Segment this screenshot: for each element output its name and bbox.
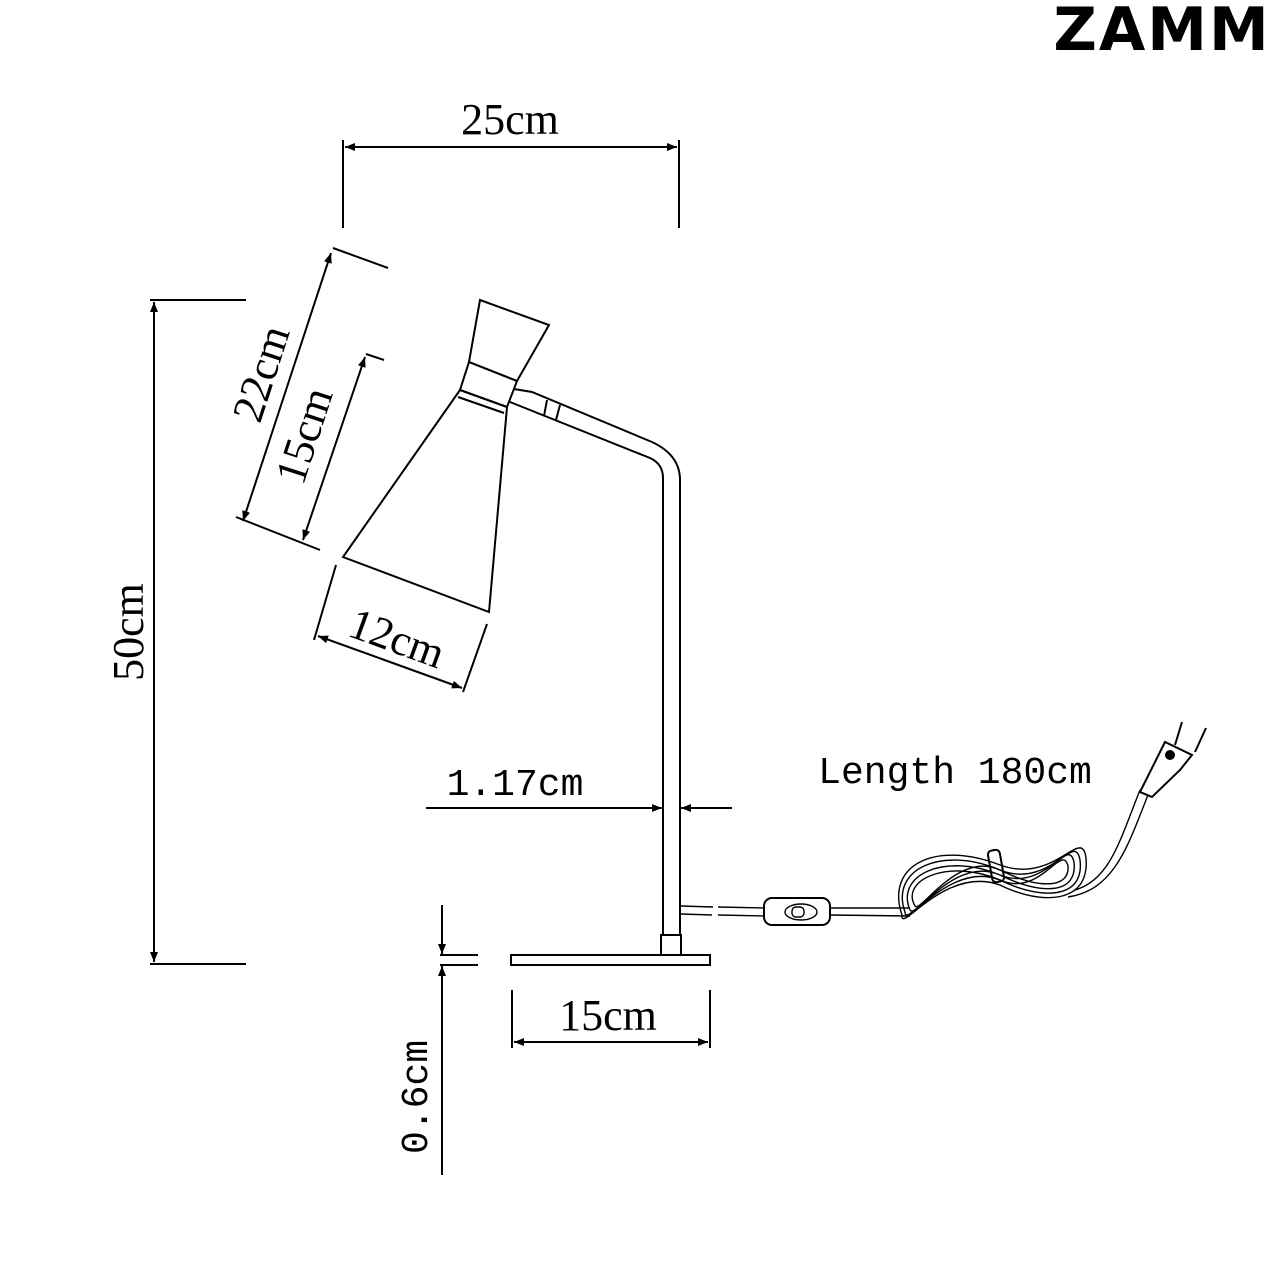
dimension-base-thickness [438,905,478,1175]
switch-rocker-icon [784,903,818,921]
shade-cone [341,388,509,614]
width-label: 25cm [461,95,559,144]
plug-pin [1194,727,1207,753]
shade-top-cap [467,298,551,383]
arm-outer [513,388,681,935]
lamp-drawing [341,298,711,966]
power-cord [680,721,1207,926]
cord-length-label: Length 180cm [818,752,1092,795]
dimension-base-diameter [511,990,711,1048]
brand-logo: ZAMM [1053,0,1270,65]
base-foot [660,934,682,956]
shade-diameter-label: 12cm [343,599,452,678]
arm-inner [509,401,664,935]
base-diameter-label: 15cm [559,991,657,1040]
cord-tie [986,848,1006,884]
dimension-height [150,299,246,965]
dimension-shade-length [235,247,389,551]
dimension-shade-diameter [313,564,488,693]
dimension-shade-cone [302,353,385,541]
arm-diameter-label: 1.17cm [447,764,584,807]
base-thickness-label: 0.6cm [396,1040,439,1154]
height-label: 50cm [104,583,153,681]
inline-switch [763,897,831,926]
base-plate [510,954,711,966]
dimension-width [342,140,680,228]
plug-pin [1174,721,1183,746]
plug-body [1138,740,1194,799]
